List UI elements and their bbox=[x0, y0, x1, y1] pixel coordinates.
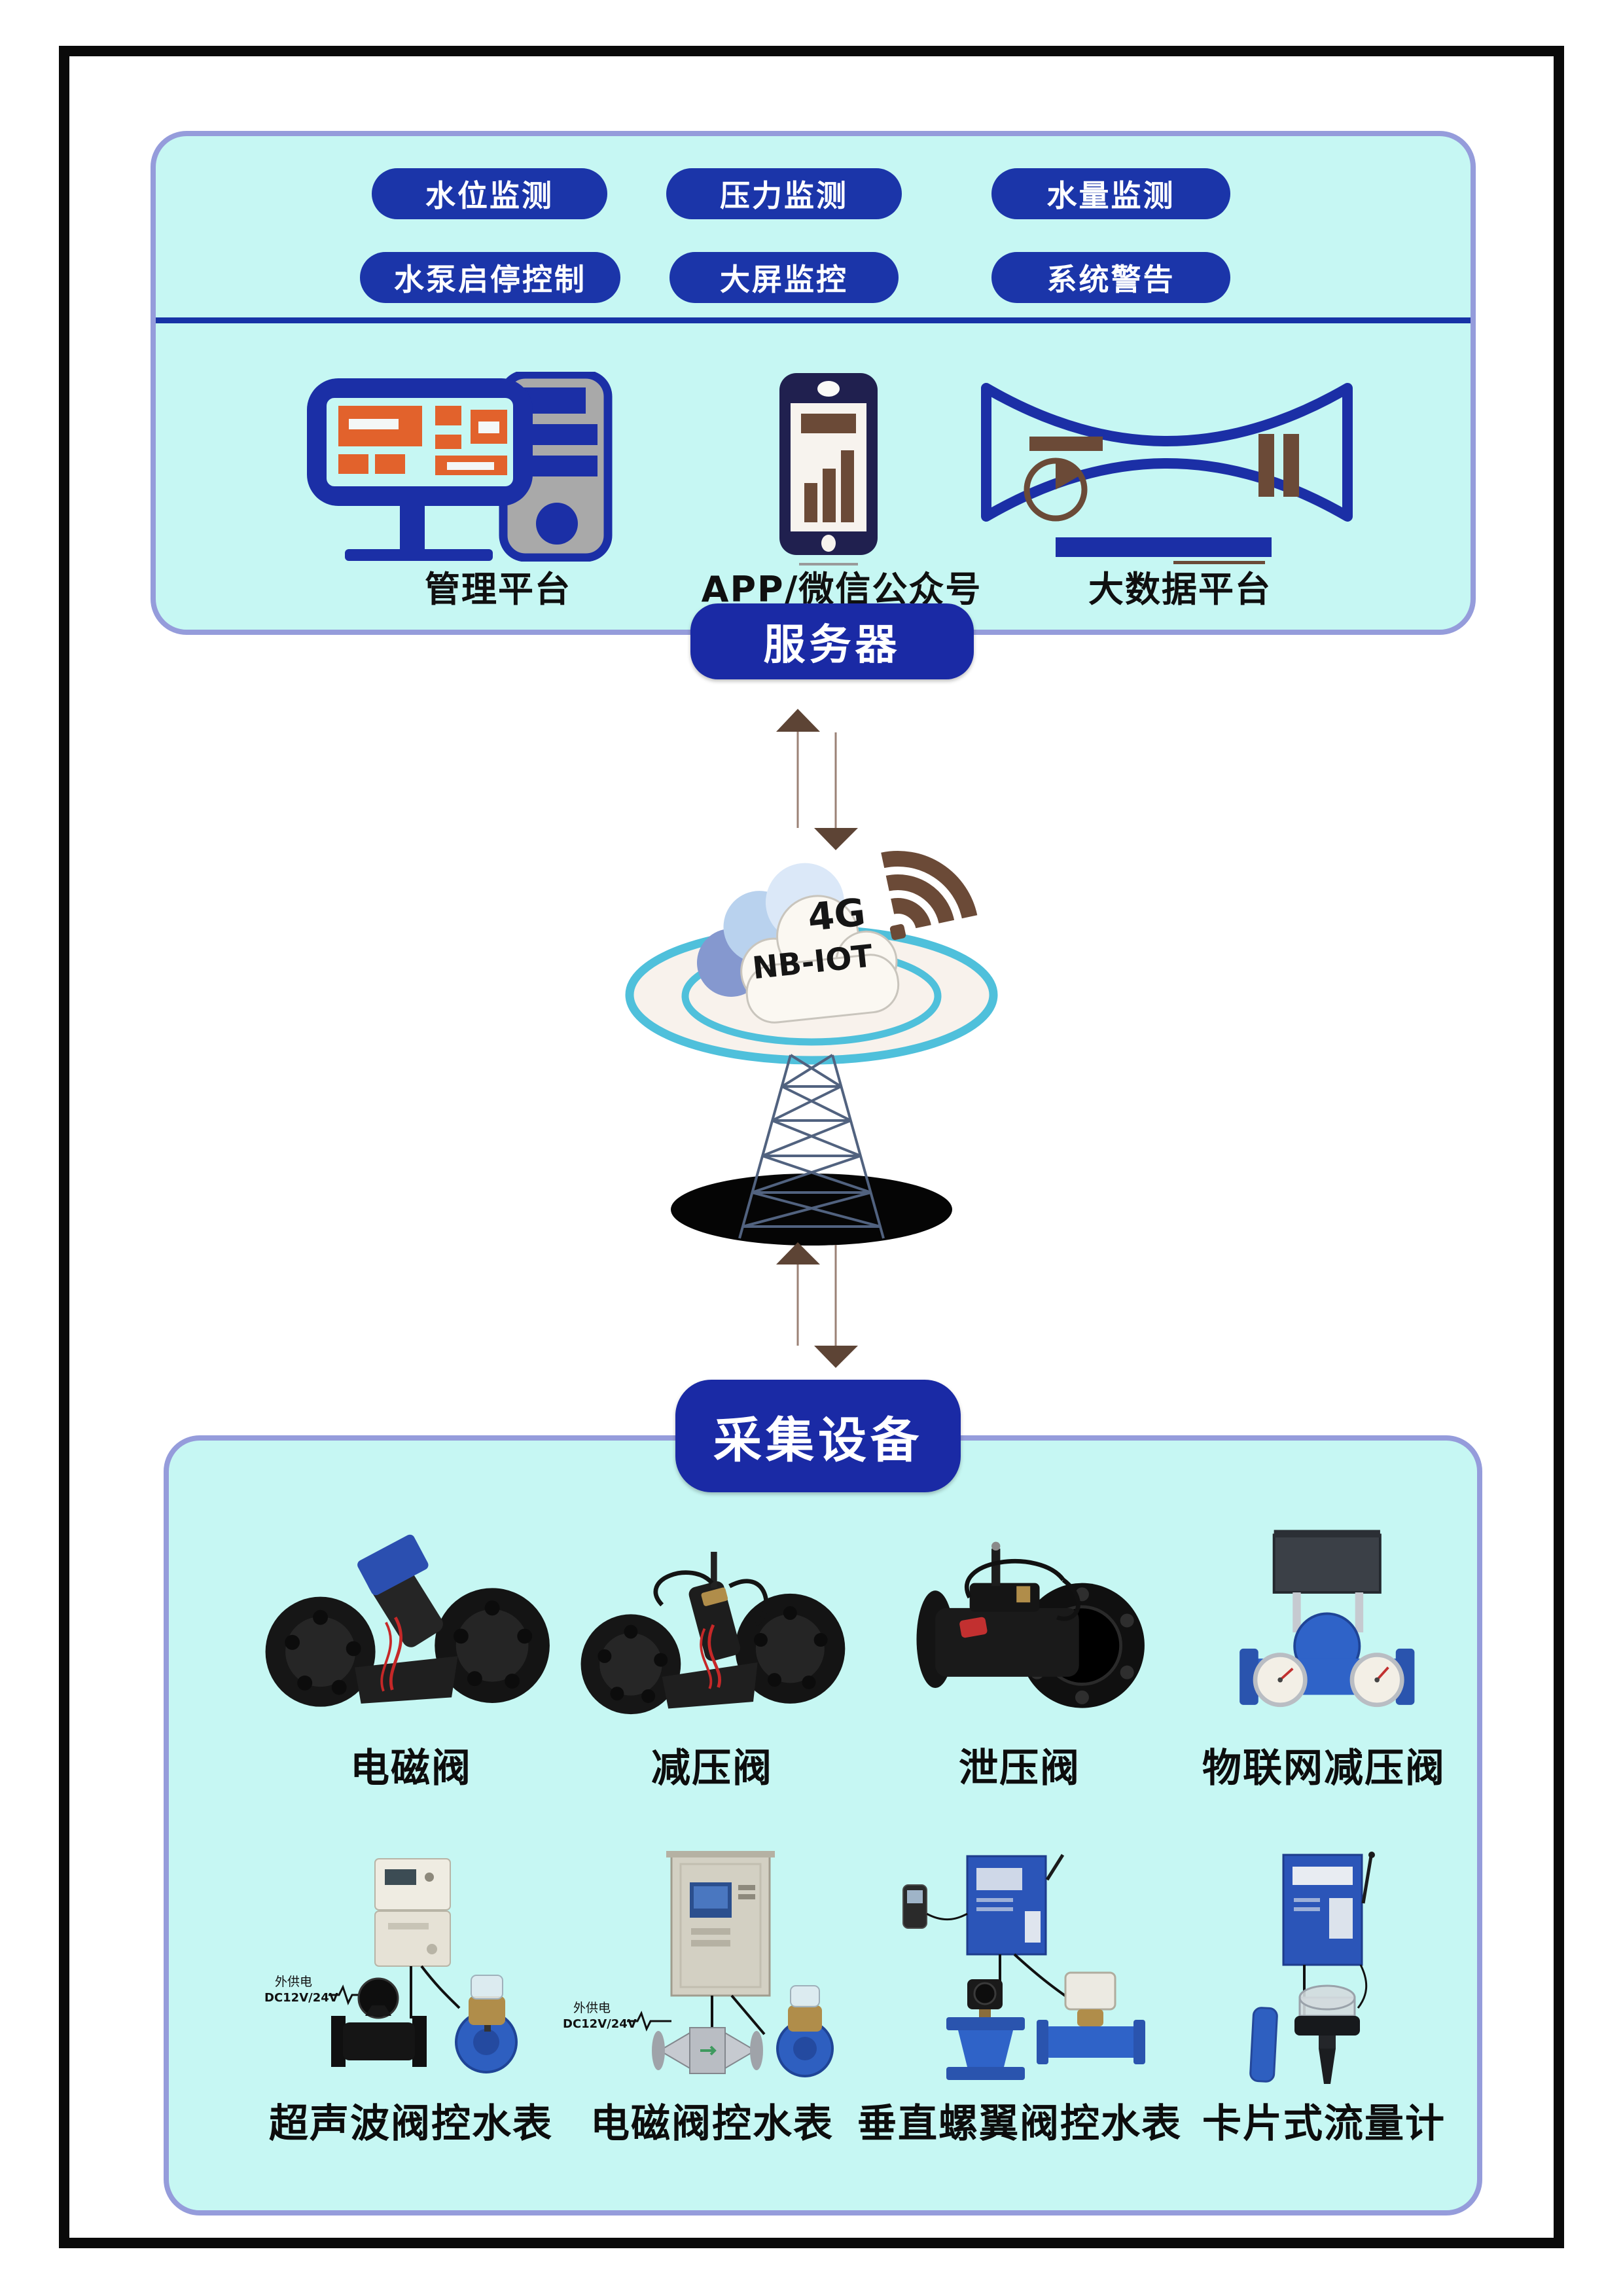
ultrasonic-meter-image: 外供电 DC12V/24V bbox=[264, 1858, 518, 2073]
cloud-label-4g: 4G bbox=[806, 889, 868, 940]
card-flowmeter-image bbox=[1249, 1852, 1375, 2084]
device-caption-reducing-valve: 减压阀 bbox=[651, 1746, 773, 1791]
power-annotation-line1: 外供电 bbox=[573, 2001, 611, 2015]
platform-caption-bigdata: 大数据平台 bbox=[1088, 569, 1272, 610]
device-caption-card-flowmeter: 卡片式流量计 bbox=[1202, 2101, 1446, 2147]
device-caption-vertical-meter: 垂直螺翼阀控水表 bbox=[857, 2101, 1182, 2147]
power-annotation-line2: DC12V/24V bbox=[264, 1991, 338, 2005]
server-badge: 服务器 bbox=[690, 603, 974, 679]
down-arrow-icon bbox=[814, 1245, 858, 1368]
platform-caption-management: 管理平台 bbox=[425, 569, 571, 610]
device-caption-relief-valve: 泄压阀 bbox=[959, 1746, 1080, 1791]
feature-pill-pump-control: 水泵启停控制 bbox=[360, 252, 620, 303]
up-arrow-icon bbox=[776, 1242, 820, 1346]
solenoid-valve-image bbox=[265, 1534, 550, 1707]
power-annotation-line1: 外供电 bbox=[275, 1975, 312, 1989]
electromagnetic-meter-image: 外供电 DC12V/24V bbox=[563, 1851, 834, 2077]
vertical-vane-meter-image bbox=[902, 1854, 1145, 2080]
up-arrow-icon bbox=[776, 709, 820, 828]
cloud-icon: 4G NB-IOT bbox=[696, 863, 900, 1024]
feature-pill-system-alert: 系统警告 bbox=[991, 252, 1230, 303]
power-annotation-line2: DC12V/24V bbox=[563, 2017, 637, 2031]
platform-caption-app: APP/微信公众号 bbox=[701, 569, 982, 610]
wifi-signal-icon bbox=[881, 851, 978, 941]
radio-tower-icon bbox=[738, 1054, 885, 1239]
reducing-valve-image bbox=[580, 1551, 846, 1715]
panel-divider-line bbox=[156, 317, 1471, 323]
server-layer-panel: 水位监测 压力监测 水量监测 水泵启停控制 大屏监控 系统警告 bbox=[151, 131, 1476, 635]
device-caption-solenoid-valve: 电磁阀 bbox=[350, 1746, 472, 1791]
device-caption-em-meter: 电磁阀控水表 bbox=[590, 2101, 834, 2147]
iot-reducing-valve-image bbox=[1240, 1530, 1415, 1708]
device-caption-ultrasonic-meter: 超声波阀控水表 bbox=[269, 2101, 553, 2147]
feature-pill-water-volume: 水量监测 bbox=[991, 168, 1230, 219]
collector-devices-panel: 电磁阀 减压阀 泄压阀 物联网减压阀 外供电 DC12V/24V 外供电 DC1… bbox=[164, 1435, 1482, 2215]
down-arrow-icon bbox=[814, 732, 858, 850]
feature-pill-water-level: 水位监测 bbox=[372, 168, 607, 219]
device-caption-iot-valve: 物联网减压阀 bbox=[1202, 1746, 1446, 1791]
feature-pill-big-screen: 大屏监控 bbox=[669, 252, 899, 303]
page-border-frame bbox=[59, 46, 1564, 2248]
relief-valve-image bbox=[916, 1541, 1145, 1708]
smartphone-icon bbox=[779, 373, 878, 565]
curved-screen-icon bbox=[981, 383, 1353, 564]
server-monitor-icon bbox=[307, 372, 613, 562]
network-link-graphic: 4G NB-IOT bbox=[625, 709, 998, 1368]
feature-pill-pressure: 压力监测 bbox=[666, 168, 902, 219]
collector-badge: 采集设备 bbox=[675, 1380, 961, 1492]
